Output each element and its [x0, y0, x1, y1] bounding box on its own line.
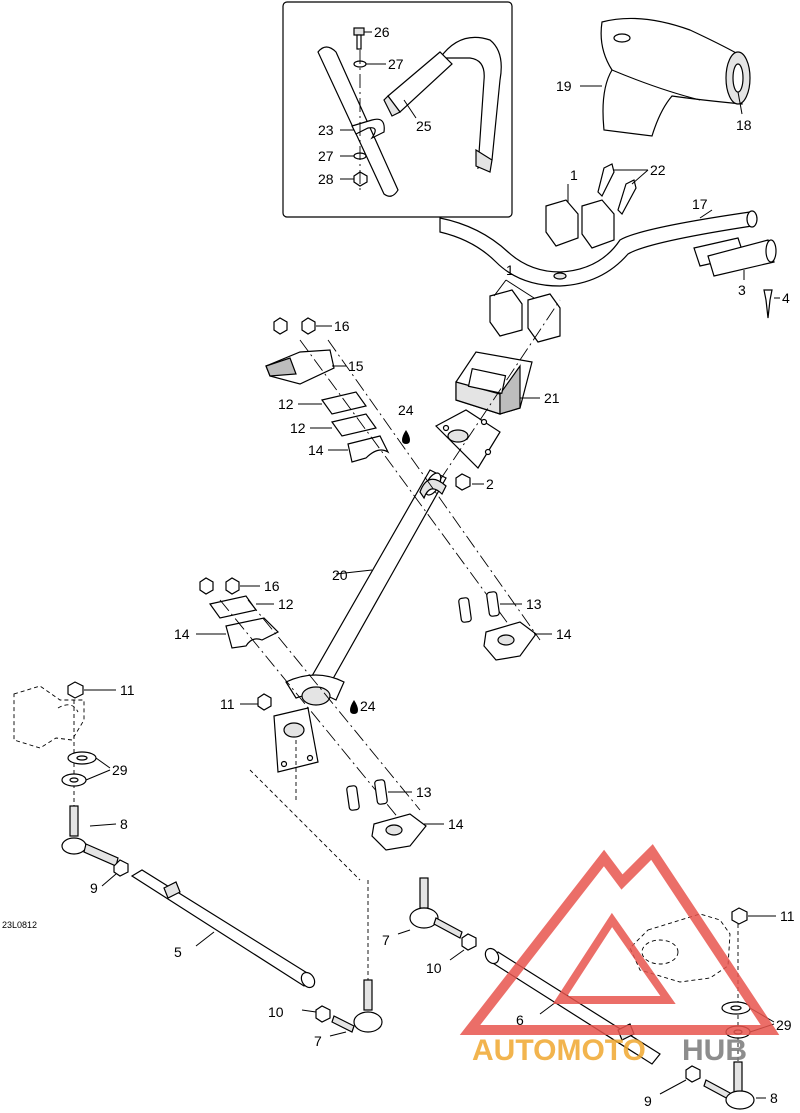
- callout-22: 22: [650, 162, 666, 178]
- callout-7-left: 7: [314, 1033, 322, 1049]
- callout-24-lower: 24: [360, 698, 376, 714]
- watermark-brand-part1: AUTOMOTO: [472, 1034, 646, 1067]
- callout-11-right: 11: [780, 908, 795, 924]
- callout-5: 5: [174, 944, 182, 960]
- callout-16-lower: 16: [264, 578, 280, 594]
- watermark-logo: [459, 844, 780, 1035]
- watermark-brand-part2: HUB: [682, 1034, 747, 1067]
- callout-15: 15: [348, 358, 364, 374]
- handlebar-assembly: 1 22 17 3 4 1: [439, 162, 790, 343]
- lower-clamp-stack: 16 12 14 13 14 11 24: [174, 577, 464, 851]
- callout-27-lower: 27: [318, 148, 334, 164]
- callout-28: 28: [318, 171, 334, 187]
- reference-code: 23L0812: [2, 920, 37, 930]
- callout-9-left: 9: [90, 880, 98, 896]
- callout-17: 17: [692, 196, 708, 212]
- callout-14-c: 14: [174, 626, 190, 642]
- callout-14-b: 14: [556, 626, 572, 642]
- callout-14-d: 14: [448, 816, 464, 832]
- callout-7-right: 7: [382, 932, 390, 948]
- callout-2: 2: [486, 476, 494, 492]
- callout-8-left: 8: [120, 816, 128, 832]
- callout-29-right: 29: [776, 1017, 792, 1033]
- left-linkage: 11 29 8 9 5 10 7: [13, 681, 383, 1049]
- callout-12-b: 12: [290, 420, 306, 436]
- callout-9-right: 9: [644, 1093, 652, 1109]
- callout-3: 3: [738, 282, 746, 298]
- callout-19: 19: [556, 78, 572, 94]
- callout-27: 27: [388, 56, 404, 72]
- handlebar-pad: 19 18: [556, 17, 752, 137]
- callout-26: 26: [374, 24, 390, 40]
- callout-18: 18: [736, 117, 752, 133]
- callout-11-column: 11: [220, 696, 235, 712]
- callout-8-right: 8: [770, 1090, 778, 1106]
- callout-1-upper: 1: [570, 167, 578, 183]
- steering-column: 21 2 20: [273, 299, 561, 800]
- callout-10-right: 10: [426, 960, 442, 976]
- right-linkage: 7 10 6 11 29 9 8: [382, 877, 795, 1110]
- callout-6: 6: [516, 1012, 524, 1028]
- callout-4: 4: [782, 290, 790, 306]
- callout-1-lower: 1: [506, 262, 514, 278]
- inset-detail: 26 27 23 27 28 25: [282, 1, 513, 218]
- callout-16-upper: 16: [334, 318, 350, 334]
- callout-29-left: 29: [112, 762, 128, 778]
- watermark: AUTOMOTO HUB: [459, 844, 780, 1067]
- callout-21: 21: [544, 390, 560, 406]
- callout-23: 23: [318, 122, 334, 138]
- callout-13-lower: 13: [416, 784, 432, 800]
- callout-12-c: 12: [278, 596, 294, 612]
- callout-24-upper: 24: [398, 402, 414, 418]
- callout-13-upper: 13: [526, 596, 542, 612]
- callout-12-a: 12: [278, 396, 294, 412]
- callout-20: 20: [332, 567, 348, 583]
- callout-14-a: 14: [308, 442, 324, 458]
- callout-10-left: 10: [268, 1004, 284, 1020]
- callout-25: 25: [416, 118, 432, 134]
- upper-clamp-stack: 16 15 12 12 14 24 13 14: [265, 317, 572, 661]
- callout-11-left: 11: [120, 682, 135, 698]
